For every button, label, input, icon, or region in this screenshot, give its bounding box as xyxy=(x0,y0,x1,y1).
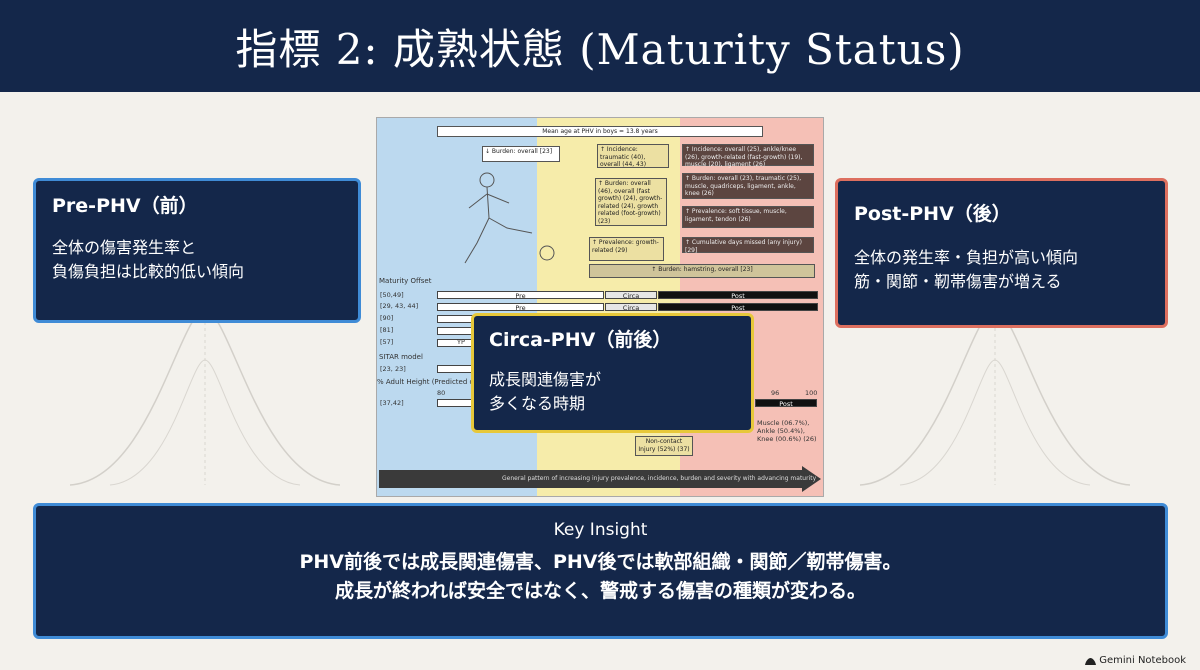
burden-hamstring-box: ↑ Burden: hamstring, overall [23] xyxy=(589,264,815,278)
prevalence-post-box: ↑ Prevalence: soft tissue, muscle, ligam… xyxy=(682,206,814,228)
circa-phv-heading: Circa-PHV（前後） xyxy=(489,329,672,351)
yp-label: YP xyxy=(457,338,465,346)
mean-age-box: Mean age at PHV in boys = 13.8 years xyxy=(437,126,763,137)
key-insight-card: Key Insight PHV前後では成長関連傷害、PHV後では軟部組織・関節／… xyxy=(33,503,1168,639)
incidence-post-box: ↑ Incidence: overall (25), ankle/knee (2… xyxy=(682,144,814,168)
key-insight-line-2: 成長が終われば安全ではなく、警戒する傷害の種類が変わる。 xyxy=(334,580,867,602)
sitar-ref: [23, 23] xyxy=(380,365,406,373)
cumulative-box: ↑ Cumulative days missed (any injury) [2… xyxy=(682,237,814,254)
pre-phv-heading: Pre-PHV（前） xyxy=(52,195,198,217)
circa-phv-line-2: 多くなる時期 xyxy=(489,394,586,413)
tick-100: 100 xyxy=(805,389,818,397)
ref-row-2: [29, 43, 44] xyxy=(380,302,419,310)
burden-circa-box: ↑ Burden: overall (46), overall (fast gr… xyxy=(595,178,667,226)
title-bar: 指標 2: 成熟状態 (Maturity Status) xyxy=(0,0,1200,92)
burden-post-box: ↑ Burden: overall (23), traumatic (25), … xyxy=(682,173,814,199)
pre-bar-1: Pre xyxy=(437,291,604,300)
maturity-offset-label: Maturity Offset xyxy=(379,277,432,285)
background-curve-right xyxy=(860,309,1130,486)
tick-96: 96 xyxy=(771,389,780,397)
page-title: 指標 2: 成熟状態 (Maturity Status) xyxy=(235,24,965,74)
post-bar-2: Post xyxy=(658,303,818,312)
pre-phv-line-2: 負傷負担は比較的低い傾向 xyxy=(52,262,245,281)
maturity-arrow xyxy=(379,466,821,492)
circa-bar-1: Circa xyxy=(605,291,657,300)
prevalence-circa-box: ↑ Prevalence: growth-related (29) xyxy=(589,237,664,261)
background-curve-left xyxy=(70,309,340,486)
circa-bar-2: Circa xyxy=(605,303,657,312)
notebook-logo-icon xyxy=(1085,657,1097,665)
sitar-label: SITAR model xyxy=(379,353,423,361)
key-insight-label: Key Insight xyxy=(553,520,648,540)
ref-row-1: [50,49] xyxy=(380,291,404,299)
post-small-bar: Post xyxy=(755,399,817,408)
adult-ref: [37,42] xyxy=(380,399,404,407)
pre-phv-line-1: 全体の傷害発生率と xyxy=(52,238,197,257)
circa-phv-line-1: 成長関連傷害が xyxy=(489,370,602,389)
adult-height-label: % Adult Height (Predicted or Ob xyxy=(377,378,489,386)
footer-text: Gemini Notebook xyxy=(1099,655,1186,666)
incidence-circa-box: ↑ Incidence: traumatic (40), overall (44… xyxy=(597,144,669,168)
post-phv-card: Post-PHV（後） 全体の発生率・負担が高い傾向 筋・関節・靭帯傷害が増える xyxy=(835,178,1168,328)
post-phv-heading: Post-PHV（後） xyxy=(854,203,1011,225)
post-phv-line-1: 全体の発生率・負担が高い傾向 xyxy=(854,248,1079,267)
pre-phv-card: Pre-PHV（前） 全体の傷害発生率と 負傷負担は比較的低い傾向 xyxy=(33,178,361,323)
maturity-figure: Mean age at PHV in boys = 13.8 years ↓ B… xyxy=(376,117,824,497)
muscle-note: Muscle (06.7%), Ankle (50.4%), Knee (00.… xyxy=(757,419,817,443)
noncontact-box: Non-contact Injury (52%) (37) xyxy=(635,436,693,456)
arrow-text: General pattern of increasing injury pre… xyxy=(502,475,817,482)
ref-row-3: [90] xyxy=(380,314,394,322)
circa-phv-card: Circa-PHV（前後） 成長関連傷害が 多くなる時期 xyxy=(471,313,754,433)
burden-pre-box: ↓ Burden: overall [23] xyxy=(482,146,560,162)
pre-bar-2: Pre xyxy=(437,303,604,312)
tick-80: 80 xyxy=(437,389,446,397)
ref-row-4: [81] xyxy=(380,326,394,334)
post-phv-line-2: 筋・関節・靭帯傷害が増える xyxy=(854,272,1062,291)
key-insight-line-1: PHV前後では成長関連傷害、PHV後では軟部組織・関節／靭帯傷害。 xyxy=(299,551,902,573)
player-sketch-icon xyxy=(464,172,555,264)
ref-row-5: [57] xyxy=(380,338,394,346)
post-bar-1: Post xyxy=(658,291,818,300)
footer-brand: Gemini Notebook xyxy=(1085,655,1186,666)
